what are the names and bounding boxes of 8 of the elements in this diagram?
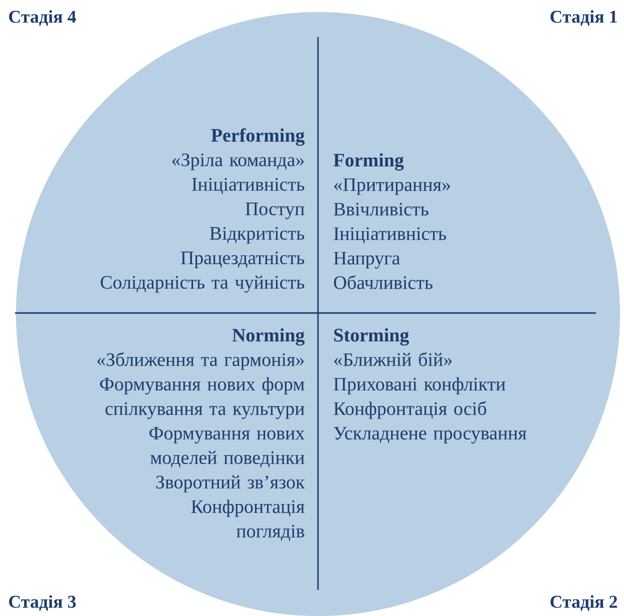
stage-label: Стадія 4 (9, 10, 76, 26)
stage-label: Стадія 2 (550, 595, 618, 611)
quadrant-text: Norming «Зближення та гармонія» Формування нових форм спілкування та культури Формування нових моделей поведінки Зворотний зв’язок Конфронтація поглядів (97, 328, 305, 542)
stage-label: Стадія 1 (550, 10, 617, 26)
stage-label: Стадія 3 (9, 595, 76, 611)
quadrant-text: Forming «Притирання» Ввічливість Ініціативність Напруга Обачливість (334, 153, 450, 290)
quadrant-text: Performing «Зріла команда» Ініціативність Поступ Відкритість Працездатність Солідарність та чуйність (100, 128, 305, 293)
quadrant-text: Storming «Ближній бій» Приховані конфлікти Конфронтація осіб Ускладнене просування (334, 328, 526, 444)
